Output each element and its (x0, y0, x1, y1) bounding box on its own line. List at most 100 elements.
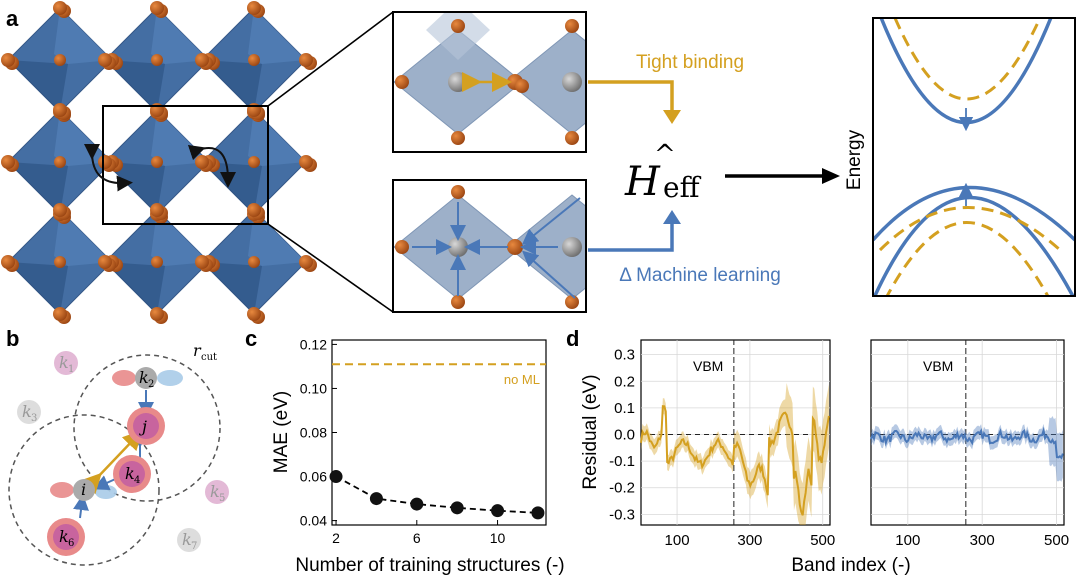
ligand-atom (299, 155, 313, 169)
inset-tight-binding (392, 11, 587, 153)
node-k1-sub: 1 (68, 364, 74, 375)
panel-label-b: b (6, 326, 19, 351)
ligand-atom (98, 53, 112, 67)
node-k3: k (22, 402, 32, 421)
ligand-atom (53, 203, 67, 217)
ligand-atom (150, 307, 164, 321)
node-k3-sub: 3 (31, 413, 37, 424)
mae-data-point (491, 504, 505, 518)
hamiltonian-symbol: H (624, 159, 661, 205)
ligand-atom (195, 255, 209, 269)
chart-d-xlabel: Band index (-) (791, 555, 910, 576)
y-tick-label: 0.0 (614, 426, 635, 443)
octahedron-face (202, 60, 262, 112)
ligand-atom (150, 203, 164, 217)
ligand-atom (247, 203, 261, 217)
y-tick-label: 0.08 (300, 425, 327, 441)
y-tick-label: 0.10 (300, 380, 327, 396)
octahedron-center-atom (151, 156, 163, 168)
chart-d-ylabel: Residual (eV) (580, 374, 601, 489)
node-k7: k (182, 530, 192, 549)
ligand-atom (150, 1, 164, 15)
y-tick-label: 0.1 (614, 400, 635, 417)
graph-schematic (8, 351, 229, 566)
inset-machine-learning (392, 179, 587, 313)
mae-data-point (410, 497, 424, 511)
y-tick-label: -0.2 (609, 480, 635, 497)
y-tick-label: 0.06 (300, 469, 327, 485)
node-k2-sub: 2 (148, 379, 154, 390)
node-k1: k (59, 353, 69, 372)
ligand-atom (247, 307, 261, 321)
octahedron-face (105, 262, 165, 314)
energy-axis-label: Energy (844, 129, 865, 190)
panel-label-d: d (566, 326, 579, 351)
mae-data-point (329, 470, 343, 484)
node-k6: k (59, 527, 69, 546)
machine-learning-label: Δ Machine learning (619, 265, 781, 286)
rcut-subscript: cut (201, 352, 217, 363)
octahedron-face (54, 8, 112, 64)
node-k6-sub: 6 (68, 538, 74, 549)
chart-d-left-frame (640, 339, 831, 526)
mae-data-point (369, 492, 383, 506)
node-k2: k (139, 368, 149, 387)
octahedron-center-atom (248, 156, 260, 168)
x-tick-label: 100 (665, 532, 690, 549)
ligand-atom (53, 103, 67, 117)
octahedron-face (202, 262, 262, 314)
chart-c-xlabel: Number of training structures (-) (295, 555, 564, 576)
node-j: j (139, 417, 147, 436)
x-tick-label: 300 (970, 532, 995, 549)
x-tick-label: 2 (332, 530, 340, 546)
y-tick-label: 0.3 (614, 347, 635, 364)
zoom-connector-bottom (267, 223, 394, 313)
node-i: i (81, 480, 86, 499)
ligand-atom (299, 53, 313, 67)
octahedron-face (151, 8, 209, 64)
ligand-atom (53, 1, 67, 15)
rcut-label: r (193, 341, 202, 360)
x-tick-label: 500 (810, 532, 835, 549)
ml-flow-arrow (588, 222, 674, 252)
octahedron-center-atom (151, 54, 163, 66)
x-tick-label: 10 (490, 530, 506, 546)
mae-series-line (335, 475, 538, 514)
band-structure-plot (872, 17, 1076, 297)
ligand-atom (1, 53, 15, 67)
octahedron-center-atom (54, 156, 66, 168)
right-residual-band (871, 416, 1063, 482)
mae-data-point (531, 506, 545, 520)
chart-c-frame (331, 339, 547, 526)
x-tick-label: 500 (1044, 532, 1069, 549)
vbm-label-right: VBM (923, 358, 953, 374)
octahedron-face (248, 110, 306, 166)
chart-c-ylabel: MAE (eV) (271, 391, 292, 473)
hamiltonian-hat: ^ (654, 140, 676, 170)
x-tick-label: 300 (737, 532, 762, 549)
hopping-arrow-left (83, 143, 133, 192)
tb-flow-arrow (588, 80, 674, 112)
node-k5-sub: 5 (219, 493, 225, 504)
octahedra-lattice (1, 1, 317, 324)
octahedron-face (248, 8, 306, 64)
ligand-atom (299, 255, 313, 269)
y-tick-label: 0.2 (614, 373, 635, 390)
x-tick-label: 6 (413, 530, 421, 546)
hamiltonian-subscript: eff (663, 171, 702, 204)
tight-binding-label: Tight binding (636, 52, 744, 73)
hopping-arrow-right (187, 144, 236, 188)
left-residual-line (640, 405, 830, 516)
node-k4: k (125, 464, 135, 483)
x-tick-label: 100 (895, 532, 920, 549)
no-ml-label: no ML (504, 372, 540, 387)
ligand-atom (247, 1, 261, 15)
left-residual-band (641, 383, 829, 525)
zoom-connector-top (267, 11, 394, 107)
octahedron-face (8, 60, 68, 112)
ligand-atom (98, 255, 112, 269)
mae-data-point (450, 501, 464, 515)
